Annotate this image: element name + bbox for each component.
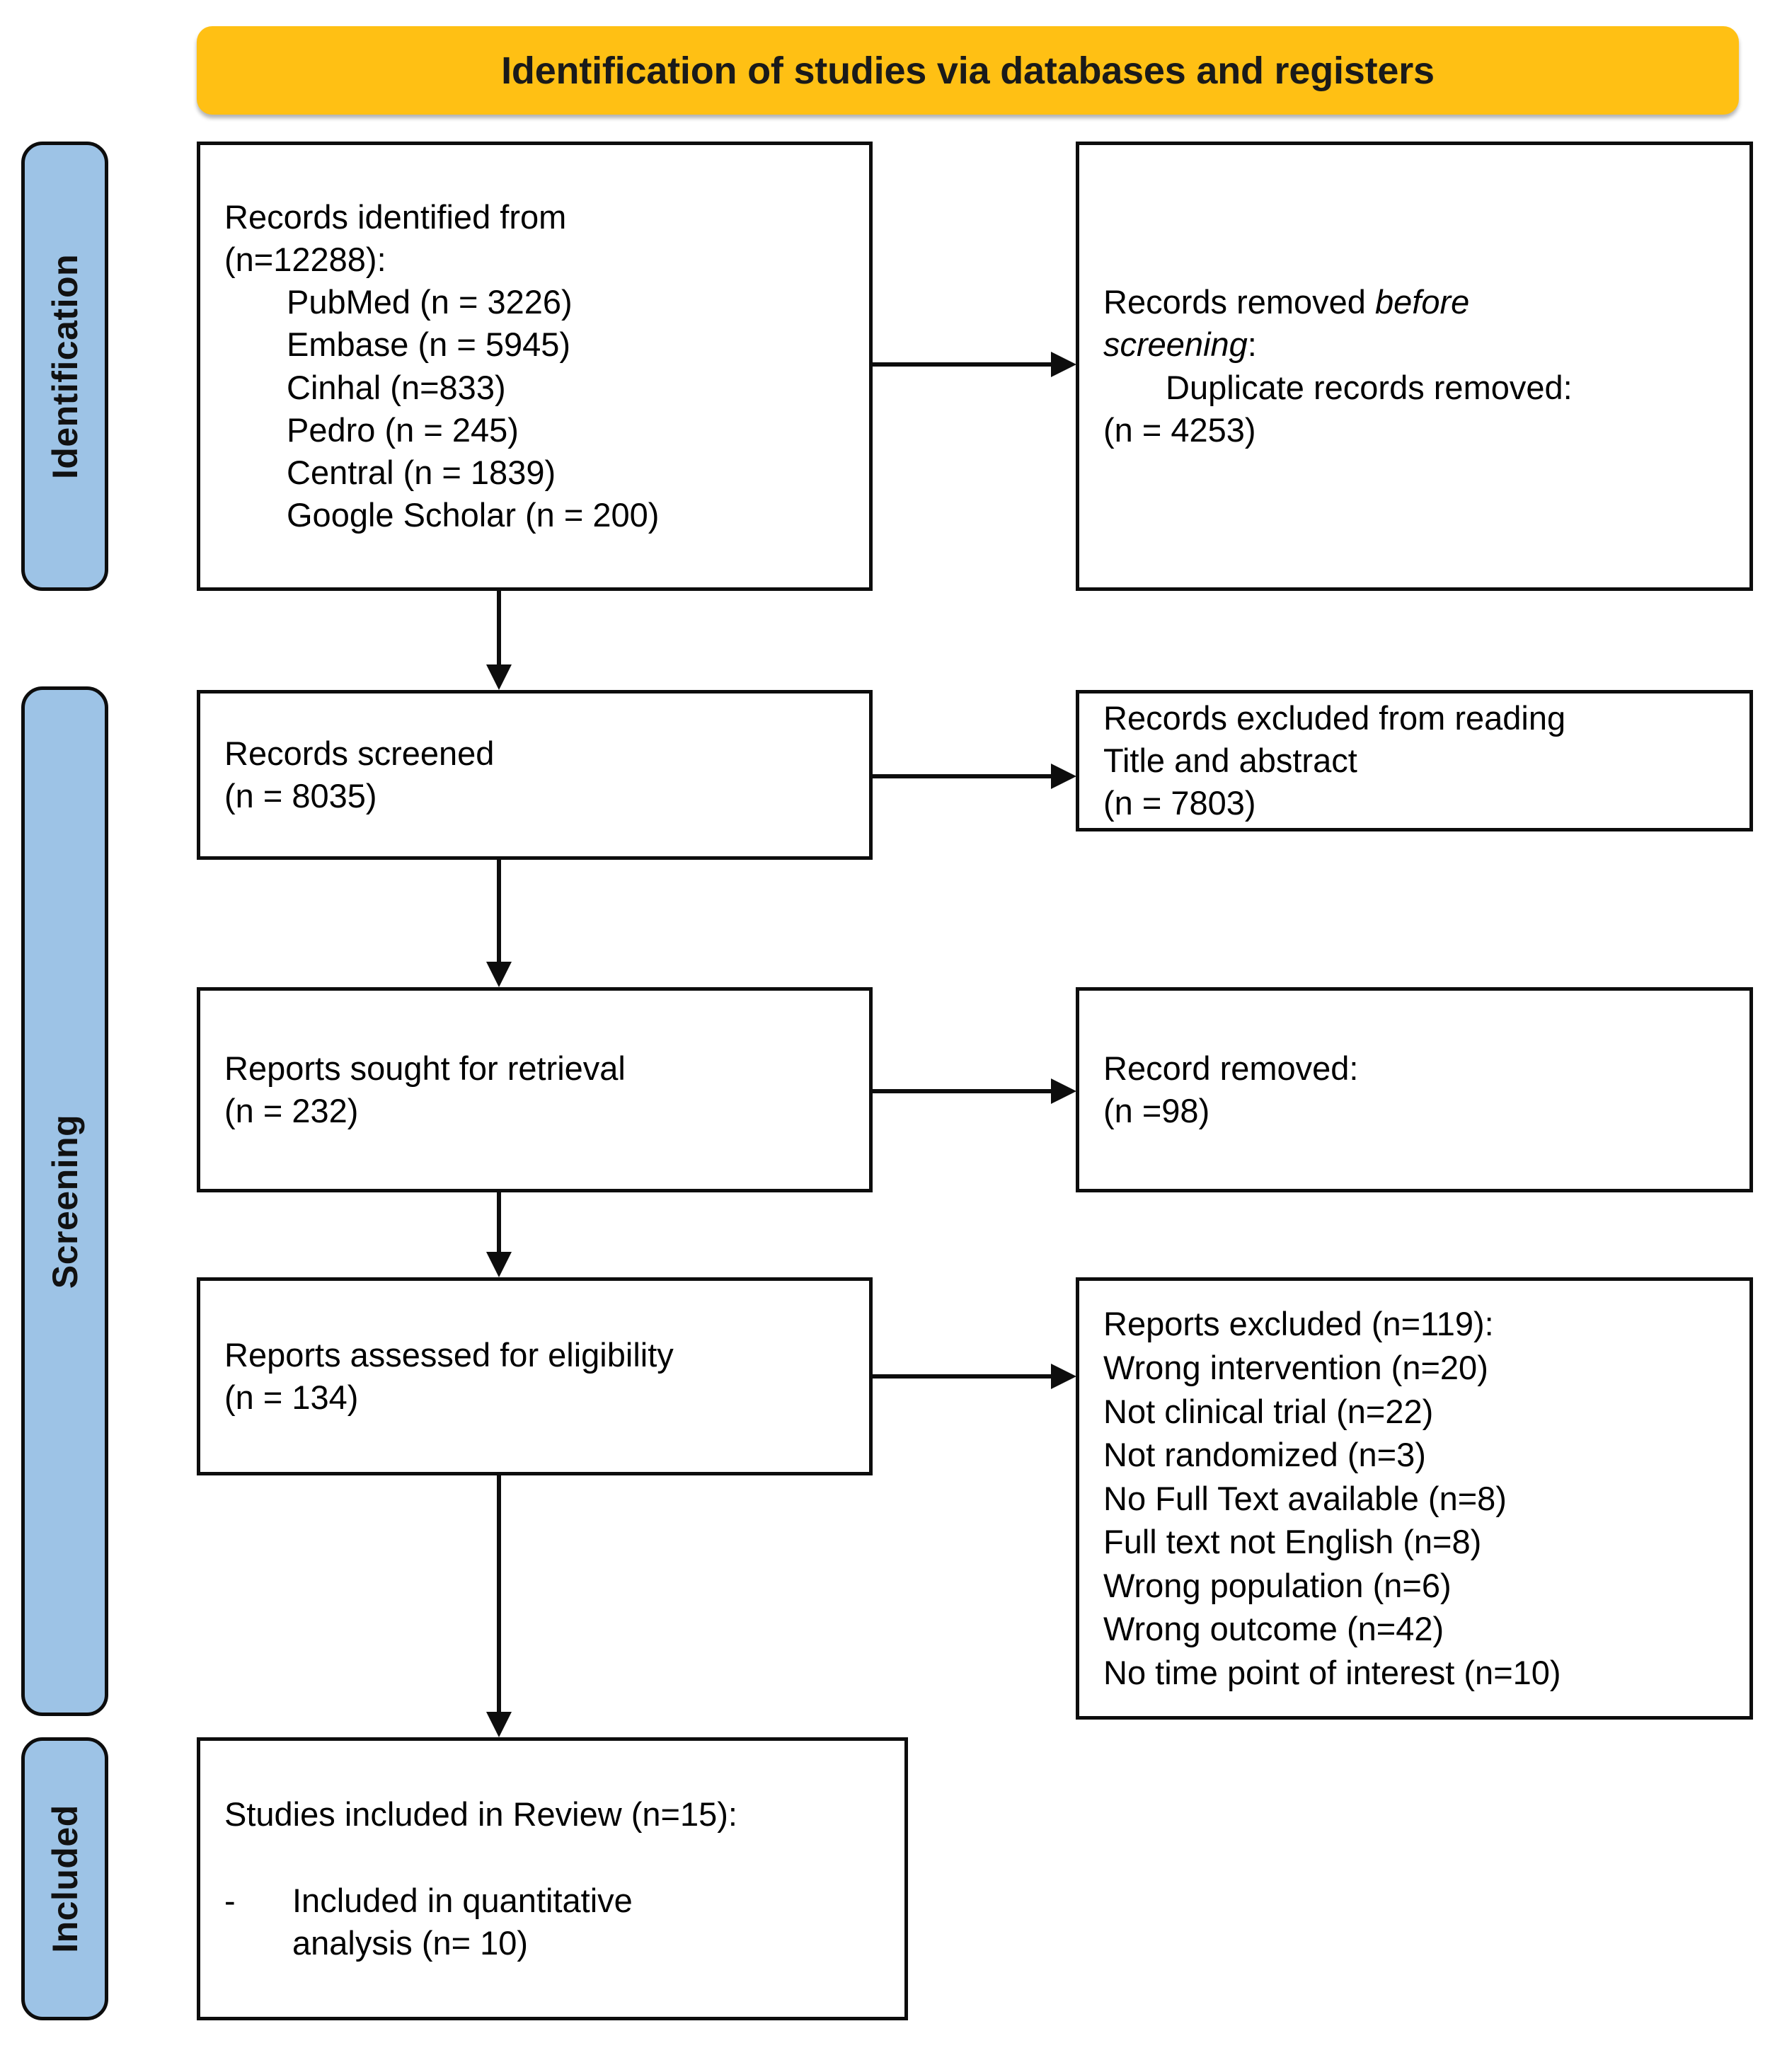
records-removed-line1-italic: before xyxy=(1375,283,1470,321)
records-identified-heading-line1: Records identified from xyxy=(224,197,567,236)
duplicate-records-removed-count: (n = 4253) xyxy=(1103,410,1256,449)
exclusion-reason-not-randomized: Not randomized (n=3) xyxy=(1103,1436,1426,1474)
box-reports-assessed-for-eligibility: Reports assessed for eligibility (n = 13… xyxy=(197,1277,873,1475)
exclusion-reason-wrong-outcome: Wrong outcome (n=42) xyxy=(1103,1610,1444,1648)
box-records-excluded: Records excluded from reading Title and … xyxy=(1076,690,1753,831)
quantitative-analysis-text: Included in quantitative analysis (n= 10) xyxy=(292,1880,633,1964)
stage-label-included: Included xyxy=(45,1805,85,1953)
arrow-eligibility-to-included xyxy=(485,1475,513,1739)
box-records-screened: Records screened (n = 8035) xyxy=(197,690,873,860)
duplicate-records-removed-label: Duplicate records removed: xyxy=(1166,368,1573,406)
exclusion-reason-wrong-population: Wrong population (n=6) xyxy=(1103,1566,1452,1604)
arrow-sought-to-record-removed xyxy=(873,1077,1079,1105)
box-record-removed: Record removed: (n =98) xyxy=(1076,987,1753,1192)
stage-tab-screening: Screening xyxy=(21,686,108,1716)
records-removed-line1-plain: Records removed xyxy=(1103,283,1375,321)
source-pubmed: PubMed (n = 3226) xyxy=(287,283,573,321)
stage-label-identification: Identification xyxy=(45,253,85,479)
reports-sought-label: Reports sought for retrieval xyxy=(224,1049,626,1087)
stage-tab-included: Included xyxy=(21,1737,108,2020)
records-screened-count: (n = 8035) xyxy=(224,777,377,815)
exclusion-reason-wrong-intervention: Wrong intervention (n=20) xyxy=(1103,1349,1488,1387)
banner-identification-header: Identification of studies via databases … xyxy=(197,26,1739,115)
records-excluded-line2: Title and abstract xyxy=(1103,741,1357,779)
records-removed-line2-italic: screening xyxy=(1103,326,1248,364)
quantitative-analysis-line1: Included in quantitative xyxy=(292,1881,633,1919)
records-screened-label: Records screened xyxy=(224,734,495,772)
bullet-dash-marker: - xyxy=(224,1881,236,1919)
reports-assessed-label: Reports assessed for eligibility xyxy=(224,1335,674,1374)
records-excluded-line1: Records excluded from reading xyxy=(1103,698,1566,737)
source-pedro: Pedro (n = 245) xyxy=(287,410,519,449)
box-records-removed-before-screening: Records removed before screening: Duplic… xyxy=(1076,142,1753,591)
box-records-identified: Records identified from (n=12288): PubMe… xyxy=(197,142,873,591)
exclusion-reason-no-full-text: No Full Text available (n=8) xyxy=(1103,1479,1507,1517)
stage-tab-identification: Identification xyxy=(21,142,108,591)
records-removed-line2-plain: : xyxy=(1247,326,1257,364)
stage-label-screening: Screening xyxy=(45,1114,85,1289)
studies-included-heading: Studies included in Review (n=15): xyxy=(224,1795,737,1833)
quantitative-analysis-line2: analysis (n= 10) xyxy=(292,1924,529,1962)
arrow-identified-to-removed xyxy=(873,350,1079,379)
record-removed-count: (n =98) xyxy=(1103,1092,1210,1129)
reports-sought-count: (n = 232) xyxy=(224,1092,359,1129)
box-studies-included-in-review: Studies included in Review (n=15): - Inc… xyxy=(197,1737,908,2020)
records-excluded-count: (n = 7803) xyxy=(1103,784,1256,822)
source-google-scholar: Google Scholar (n = 200) xyxy=(287,495,660,534)
exclusion-reason-not-clinical-trial: Not clinical trial (n=22) xyxy=(1103,1392,1434,1430)
source-central: Central (n = 1839) xyxy=(287,453,556,491)
banner-title: Identification of studies via databases … xyxy=(501,49,1435,92)
records-removed-line2: screening: xyxy=(1103,323,1725,366)
exclusion-reason-not-english: Full text not English (n=8) xyxy=(1103,1523,1482,1561)
studies-included-bullet: - Included in quantitative analysis (n= 1… xyxy=(224,1880,880,1964)
reports-assessed-count: (n = 134) xyxy=(224,1379,359,1416)
source-embase: Embase (n = 5945) xyxy=(287,326,571,364)
arrow-screened-to-sought xyxy=(485,860,513,989)
records-removed-line1: Records removed before xyxy=(1103,281,1725,323)
arrow-sought-to-eligibility xyxy=(485,1192,513,1279)
arrow-screened-to-excluded xyxy=(873,762,1079,790)
records-identified-heading-line2: (n=12288): xyxy=(224,241,386,279)
arrow-identified-to-screened xyxy=(485,591,513,691)
box-reports-excluded-reasons: Reports excluded (n=119): Wrong interven… xyxy=(1076,1277,1753,1720)
arrow-eligibility-to-reports-excluded xyxy=(873,1362,1079,1391)
reports-excluded-heading: Reports excluded (n=119): xyxy=(1103,1305,1494,1343)
source-cinhal: Cinhal (n=833) xyxy=(287,368,506,406)
exclusion-reason-no-time-point: No time point of interest (n=10) xyxy=(1103,1653,1561,1691)
box-reports-sought-for-retrieval: Reports sought for retrieval (n = 232) xyxy=(197,987,873,1192)
record-removed-label: Record removed: xyxy=(1103,1049,1359,1087)
